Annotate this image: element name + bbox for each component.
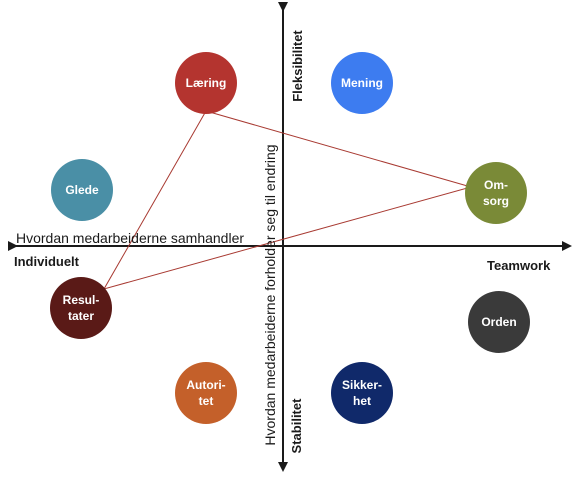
node-resultater: Resul- tater bbox=[50, 277, 112, 339]
node-omsorg: Om- sorg bbox=[465, 162, 527, 224]
node-sikkerhet: Sikker- het bbox=[331, 362, 393, 424]
triangle-connector bbox=[102, 110, 473, 290]
axis-label-individuelt: Individuelt bbox=[14, 254, 79, 269]
horizontal-axis-title: Hvordan medarbeiderne samhandler bbox=[16, 230, 245, 246]
node-laering: Læring bbox=[175, 52, 237, 114]
node-orden: Orden bbox=[468, 291, 530, 353]
axis-label-fleksibilitet: Fleksibilitet bbox=[290, 30, 305, 102]
axis-label-stabilitet: Stabilitet bbox=[289, 398, 304, 454]
node-autoritet: Autori- tet bbox=[175, 362, 237, 424]
axis-label-teamwork: Teamwork bbox=[487, 258, 551, 273]
node-glede: Glede bbox=[51, 159, 113, 221]
vertical-axis-title: Hvordan medarbeiderne forholder seg til … bbox=[262, 144, 278, 446]
node-mening: Mening bbox=[331, 52, 393, 114]
